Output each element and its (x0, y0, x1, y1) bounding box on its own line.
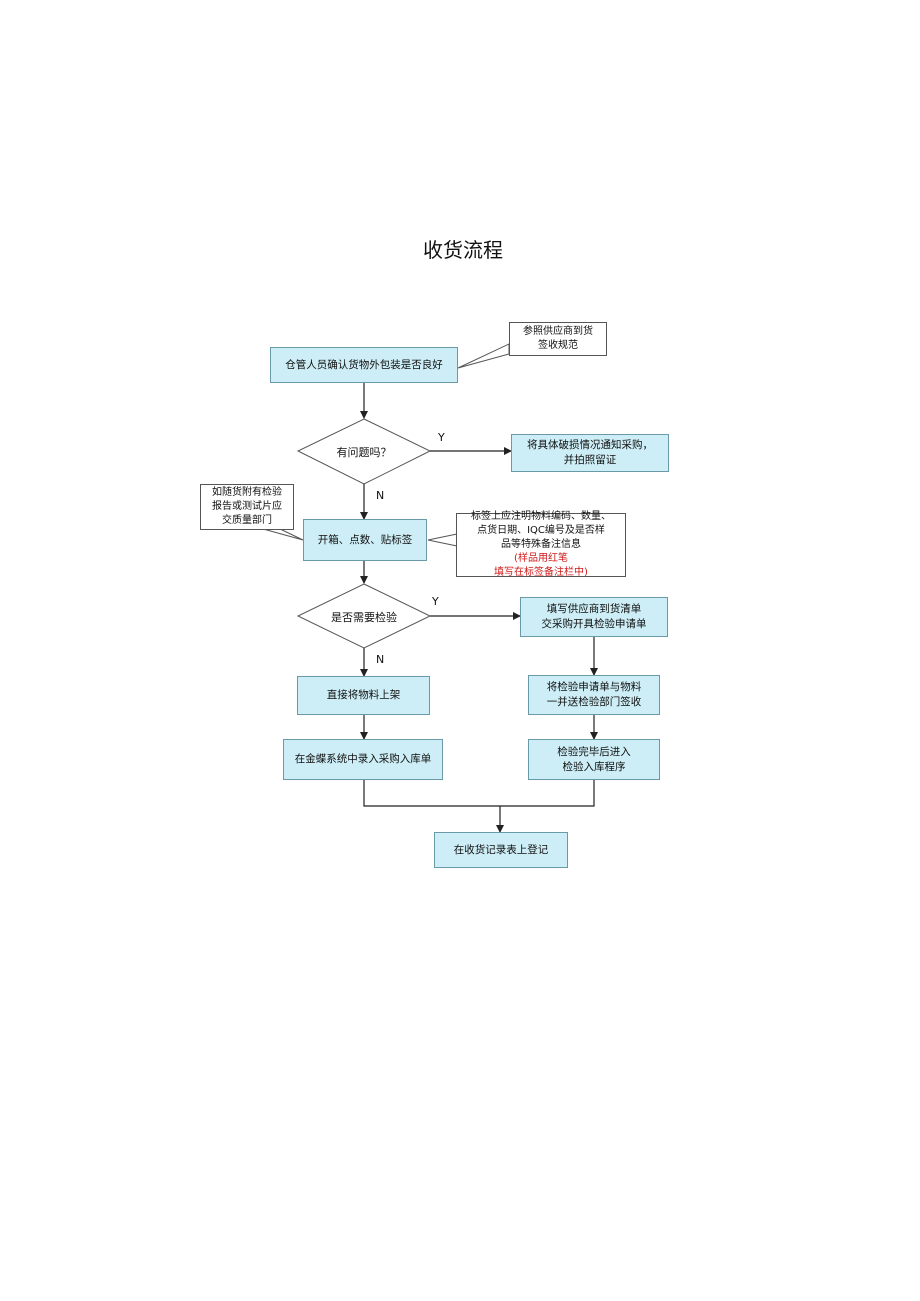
node-confirm-package: 仓管人员确认货物外包装是否良好 (270, 347, 458, 383)
node-open-count-label: 开箱、点数、贴标签 (303, 519, 427, 561)
label-note-red-text: (样品用红笔 填写在标签备注栏中) (494, 553, 588, 578)
node-inspection-done: 检验完毕后进入 检验入库程序 (528, 739, 660, 780)
node-shelve-directly: 直接将物料上架 (297, 676, 430, 715)
label-note-text: 标签上应注明物料编码、数量、 点货日期、IQC编号及是否样 品等特殊备注信息 (471, 511, 611, 550)
page-title: 收货流程 (423, 238, 503, 262)
callout-supplier-spec: 参照供应商到货 签收规范 (509, 322, 607, 356)
node-fill-delivery-note: 填写供应商到货清单 交采购开具检验申请单 (520, 597, 668, 637)
callout-attached-report: 如随货附有检验 报告或测试片应 交质量部门 (200, 484, 294, 530)
callout-label-note: 标签上应注明物料编码、数量、 点货日期、IQC编号及是否样 品等特殊备注信息 (… (456, 511, 626, 578)
node-has-problem: 有问题吗？ (336, 446, 392, 459)
node-send-to-quality: 将检验申请单与物料 一并送检验部门签收 (528, 675, 660, 715)
merge-connector (363, 780, 595, 807)
branch-label-yes-1: Y (438, 431, 445, 444)
branch-label-no-2: N (376, 653, 385, 666)
node-need-inspection: 是否需要检验 (331, 611, 397, 624)
node-register-record: 在收货记录表上登记 (434, 832, 568, 868)
node-kingdee-entry: 在金蝶系统中录入采购入库单 (283, 739, 443, 780)
callout-pointer-label (427, 533, 458, 547)
callout-pointer-supplier (457, 343, 510, 369)
branch-label-no-1: N (376, 489, 385, 502)
branch-label-yes-2: Y (432, 595, 439, 608)
node-notify-purchase: 将具体破损情况通知采购， 并拍照留证 (511, 434, 669, 472)
